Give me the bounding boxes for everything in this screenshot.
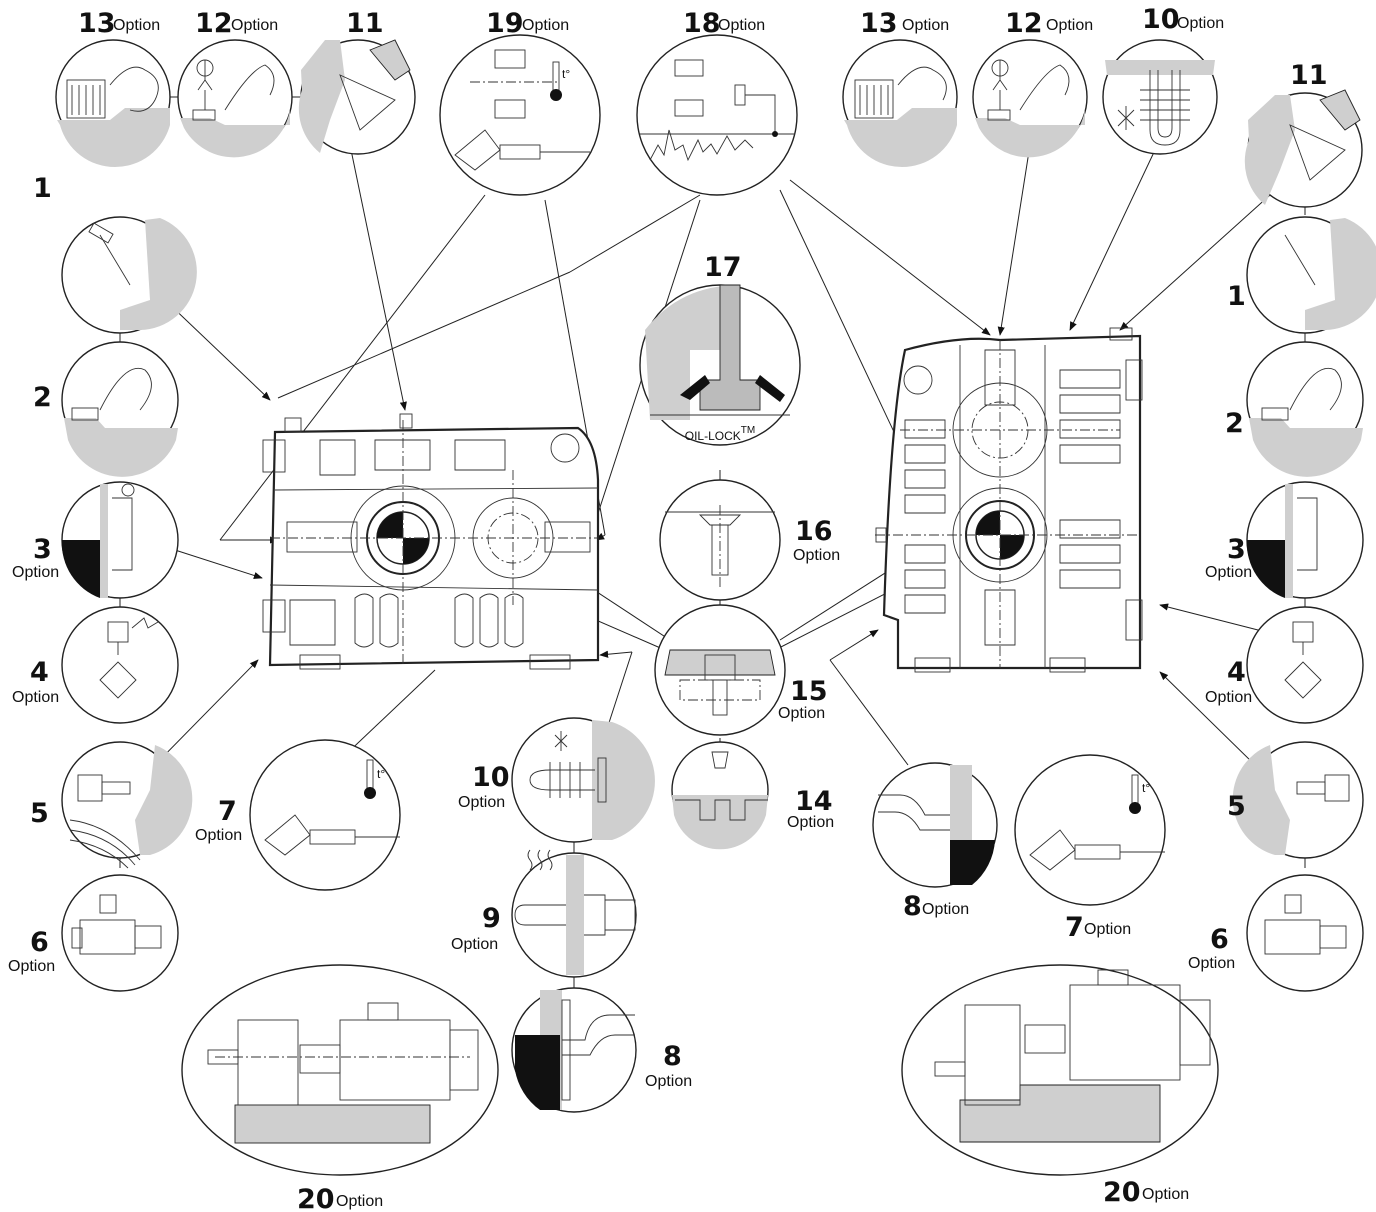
detail-dipstick-right: [1246, 216, 1376, 334]
detail-motor-assembly-right: [901, 964, 1219, 1176]
callout-8-right-option: Option: [922, 901, 969, 918]
callout-3-left: 3: [33, 534, 52, 565]
detail-vent-plug-left: [61, 341, 179, 477]
detail-cooling-coil-right: [1102, 39, 1218, 155]
detail-breather-left: [177, 39, 293, 158]
detail-labyrinth-seal: [671, 741, 769, 850]
svg-text:t°: t°: [562, 67, 570, 81]
callout-13-left: 13: [78, 8, 116, 39]
callout-18-option: Option: [718, 17, 765, 34]
callout-6-left: 6: [30, 927, 49, 958]
callout-18: 18: [683, 8, 721, 39]
callout-11-right: 11: [1290, 60, 1328, 91]
callout-10-right: 10: [1142, 4, 1180, 35]
detail-breather-right: [972, 39, 1088, 158]
callout-4-right: 4: [1227, 657, 1246, 688]
callout-7-right: 7: [1065, 912, 1084, 943]
callout-6-left-option: Option: [8, 958, 55, 975]
svg-text:t°: t°: [377, 767, 385, 781]
callout-10-mid-option: Option: [458, 794, 505, 811]
callout-4-left: 4: [30, 657, 49, 688]
callout-6-right-option: Option: [1188, 955, 1235, 972]
callout-20-right: 20: [1103, 1177, 1141, 1208]
callout-15-option: Option: [778, 705, 825, 722]
callout-15: 15: [790, 676, 828, 707]
callout-4-left-option: Option: [12, 689, 59, 706]
callout-16-option: Option: [793, 547, 840, 564]
detail-oil-lock: OIL-LOCKTM: [639, 284, 801, 446]
callout-labels: 13 Option 12 Option 11 19 Option 18 Opti…: [8, 4, 1328, 1212]
callout-12-left-option: Option: [231, 17, 278, 34]
gearbox-horizontal: [262, 413, 600, 670]
detail-drain-valve-left: [61, 874, 179, 992]
detail-vibration-monitoring: [636, 34, 798, 196]
callout-10-mid: 10: [472, 762, 510, 793]
callout-17: 17: [704, 252, 742, 283]
detail-oil-filler-right: [1244, 89, 1363, 208]
callout-4-right-option: Option: [1205, 689, 1252, 706]
callout-5-left: 5: [30, 798, 49, 829]
callout-3-right-option: Option: [1205, 564, 1252, 581]
callout-14: 14: [795, 786, 833, 817]
gearbox-vertical: [875, 327, 1143, 673]
detail-drain-plug-left: [61, 741, 193, 869]
detail-cooling-fan-right: [842, 39, 958, 168]
detail-oil-filler-left: [298, 39, 416, 155]
oil-lock-label: OIL-LOCKTM: [685, 425, 755, 443]
callout-5-right: 5: [1227, 791, 1246, 822]
callout-1-left: 1: [33, 173, 52, 204]
callout-20-right-option: Option: [1142, 1186, 1189, 1203]
callout-16: 16: [795, 516, 833, 547]
callout-1-right: 1: [1227, 281, 1246, 312]
detail-level-switch-right: [1246, 606, 1364, 724]
callout-10-right-option: Option: [1177, 15, 1224, 32]
callout-13-right: 13: [860, 8, 898, 39]
detail-cooling-fan-left: [55, 39, 171, 168]
detail-bearing-temperature: t°: [439, 34, 601, 196]
detail-oil-heater: [511, 849, 637, 978]
callout-8-right: 8: [903, 891, 922, 922]
callout-2-left: 2: [33, 382, 52, 413]
callout-12-right: 12: [1005, 8, 1043, 39]
detail-vent-plug-right: [1246, 341, 1364, 477]
callout-2-right: 2: [1225, 408, 1244, 439]
callout-12-left: 12: [195, 8, 233, 39]
detail-motor-assembly-left: [181, 964, 499, 1176]
callout-7-right-option: Option: [1084, 921, 1131, 938]
callout-6-right: 6: [1210, 924, 1229, 955]
detail-oil-level-gauge-left: [61, 481, 179, 599]
callout-19-option: Option: [522, 17, 569, 34]
detail-oil-temperature-left: t°: [249, 739, 401, 891]
svg-text:t°: t°: [1142, 781, 1150, 795]
callout-12-right-option: Option: [1046, 17, 1093, 34]
callout-8-mid: 8: [663, 1041, 682, 1072]
callout-20-left-option: Option: [336, 1193, 383, 1210]
callout-7-left-option: Option: [195, 827, 242, 844]
callout-7-left: 7: [218, 796, 237, 827]
callout-9-option: Option: [451, 936, 498, 953]
callout-14-option: Option: [787, 814, 834, 831]
callout-19: 19: [486, 8, 524, 39]
detail-level-switch-left: [61, 606, 179, 724]
callout-13-left-option: Option: [113, 17, 160, 34]
detail-taconite-seal: [654, 604, 786, 736]
detail-oil-drain-tube-mid: [511, 987, 637, 1113]
callout-9: 9: [482, 903, 501, 934]
callout-13-right-option: Option: [902, 17, 949, 34]
callout-20-left: 20: [297, 1184, 335, 1212]
detail-oil-level-gauge-right: [1246, 481, 1364, 599]
detail-cooling-coil-mid: [511, 717, 655, 843]
detail-oil-temperature-right: t°: [1014, 754, 1166, 906]
callout-3-left-option: Option: [12, 564, 59, 581]
callout-3-right: 3: [1227, 534, 1246, 565]
detail-drain-valve-right: [1246, 874, 1364, 992]
callout-8-mid-option: Option: [645, 1073, 692, 1090]
callout-11-left: 11: [346, 8, 384, 39]
detail-dipstick-left: [61, 216, 197, 334]
detail-drain-plug-right: [1232, 741, 1364, 859]
detail-shaft-seal: [659, 479, 781, 601]
detail-oil-drain-tube-right: [872, 762, 998, 888]
